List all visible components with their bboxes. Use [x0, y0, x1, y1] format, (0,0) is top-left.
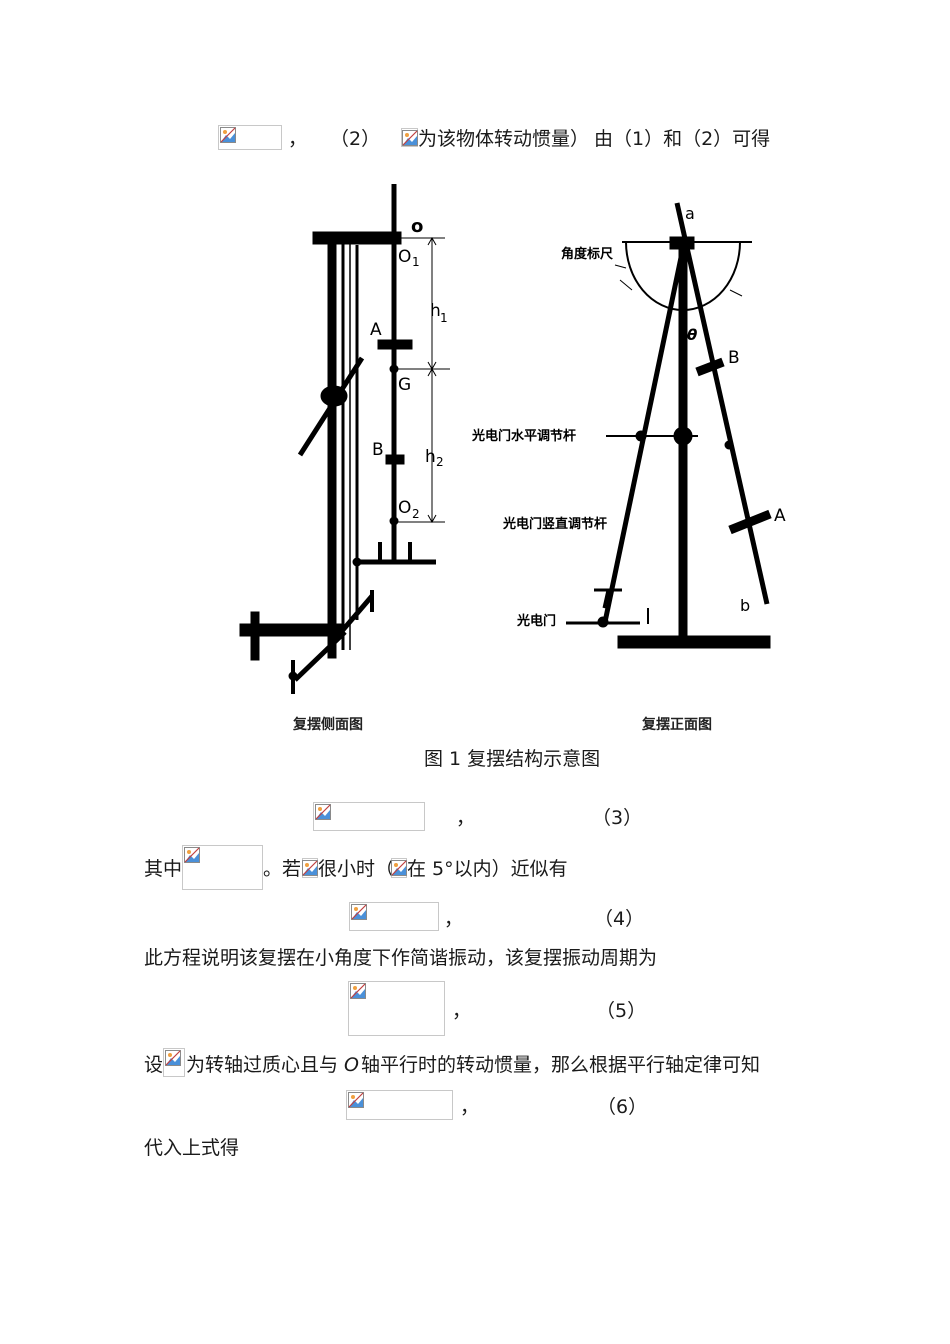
side-view-caption: 复摆侧面图: [293, 717, 363, 733]
label-h1: h: [430, 301, 441, 321]
comma: ，: [452, 1000, 472, 1022]
parallel-mid: 为转轴过质心且与: [186, 1054, 339, 1076]
label-g: G: [398, 375, 411, 395]
small-text: 很小时（: [318, 858, 395, 880]
equation-number: （4）: [594, 908, 645, 930]
equation-number: （3）: [592, 807, 643, 829]
equation-number: （2）: [330, 128, 381, 150]
formula-image-6: [346, 1090, 453, 1120]
formula-image-theta-2: [391, 858, 407, 878]
front-view-structure: [566, 202, 772, 649]
equation-number: （6）: [597, 1096, 648, 1118]
label-h2: h: [425, 447, 436, 467]
axis-name: O: [344, 1054, 359, 1076]
comma: ，: [288, 128, 308, 150]
where-prefix: 其中: [144, 858, 183, 880]
formula-image-5: [348, 981, 445, 1036]
formula-image-4: [349, 902, 439, 931]
label-b: B: [372, 440, 384, 460]
formula-image-ic: [163, 1048, 185, 1077]
shm-text: 此方程说明该复摆在小角度下作简谐振动，该复摆振动周期为: [144, 947, 658, 969]
broken-image-icon: [351, 904, 367, 920]
broken-image-icon: [350, 983, 366, 999]
parallel-suffix: 轴平行时的转动惯量，那么根据平行轴定律可知: [361, 1054, 761, 1076]
equation-number: （5）: [596, 1000, 647, 1022]
label-h2-sub: 2: [436, 455, 444, 469]
label-o1: O: [398, 247, 411, 267]
comma: ，: [444, 908, 464, 930]
label-gate: 光电门: [516, 613, 556, 629]
label-h1-sub: 1: [440, 311, 448, 325]
label-b-bottom: b: [740, 596, 750, 615]
broken-image-icon: [165, 1050, 181, 1066]
label-theta: θ: [687, 326, 697, 344]
label-a-front: A: [774, 506, 786, 526]
label-o2: O: [398, 498, 411, 518]
label-o1-sub: 1: [412, 255, 420, 269]
broken-image-icon: [184, 847, 200, 863]
label-o2-sub: 2: [412, 507, 420, 521]
side-view-structure: [239, 184, 436, 694]
label-a: A: [370, 320, 382, 340]
front-view-diagram: a 角度标尺 θ B 光电门水平调节杆 光电门竖直调节杆 A b 光电门: [471, 202, 786, 649]
figure-caption: 图 1 复摆结构示意图: [424, 748, 601, 770]
label-b-front: B: [728, 348, 740, 368]
parallel-prefix: 设: [144, 1054, 164, 1076]
label-horizontal-rod: 光电门水平调节杆: [471, 428, 576, 444]
comma: ，: [460, 1096, 480, 1118]
formula-image-3: [313, 802, 425, 831]
broken-image-icon: [302, 860, 318, 876]
comma: ，: [456, 807, 476, 829]
dimension-lines: [394, 236, 450, 524]
derivation-text: 由（1）和（2）可得: [594, 128, 771, 150]
label-o: o: [411, 216, 423, 237]
substitute-text: 代入上式得: [144, 1137, 240, 1159]
label-vertical-rod: 光电门竖直调节杆: [502, 516, 607, 532]
if-text: 。若: [263, 858, 302, 880]
front-view-caption: 复摆正面图: [642, 717, 712, 733]
formula-image-inline: [401, 128, 418, 147]
label-angle-scale: 角度标尺: [561, 246, 613, 262]
broken-image-icon: [391, 860, 407, 876]
formula-image-theta: [302, 858, 318, 878]
inertia-note: 为该物体转动惯量）: [418, 128, 590, 150]
label-a-top: a: [685, 204, 695, 223]
broken-image-icon: [315, 804, 331, 820]
formula-image-where: [182, 845, 263, 890]
side-view-diagram: o O 1 h 1 A G B h 2 O 2: [239, 184, 450, 694]
broken-image-icon: [348, 1092, 364, 1108]
range-text: 在 5°以内）近似有: [407, 858, 568, 880]
formula-image-1: [218, 125, 282, 150]
